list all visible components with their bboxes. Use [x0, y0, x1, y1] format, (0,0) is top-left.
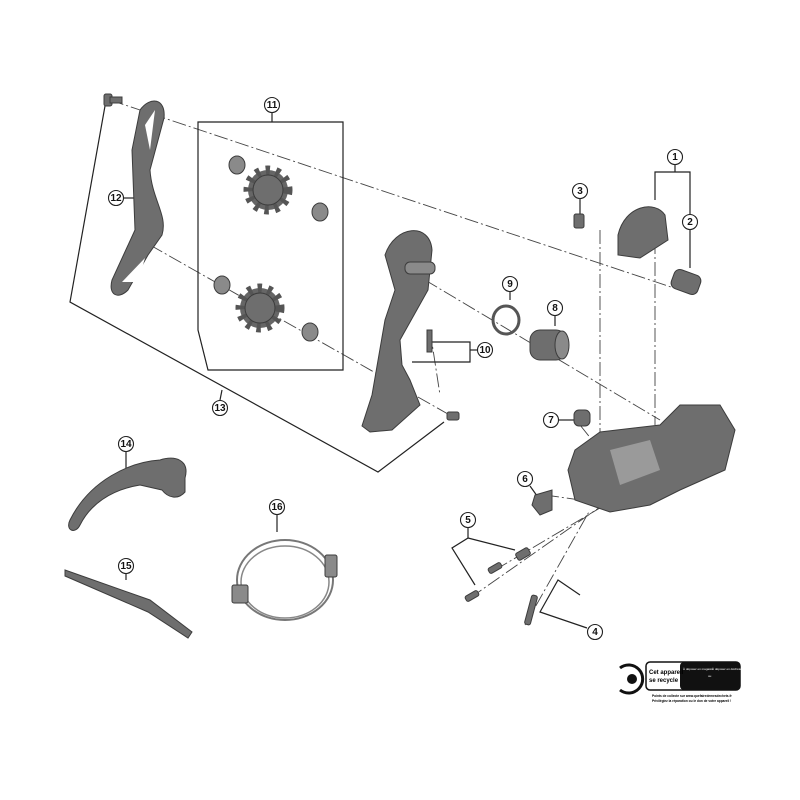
body-detail	[610, 440, 660, 485]
callout-number: 1	[672, 152, 678, 163]
callout-9: 9	[501, 275, 519, 293]
tension-spring	[529, 329, 570, 361]
callout-number: 10	[479, 345, 491, 356]
recycle-title-2: se recycle	[649, 678, 679, 684]
option-store: À déposer en magasin	[683, 667, 713, 671]
callout-6: 6	[516, 470, 534, 488]
recycle-footer-1: Points de collecte sur www.quefairedemes…	[652, 694, 733, 698]
tool-tweezers	[64, 569, 193, 639]
callout-number: 11	[267, 100, 278, 111]
callout-number: 2	[687, 217, 693, 228]
callout-circle	[476, 341, 494, 359]
callout-10: 10	[476, 341, 494, 359]
triman-recycling-label: Cet appareil se recycle À déposer en mag…	[619, 661, 745, 703]
callout-circle	[666, 148, 684, 166]
leader-lines	[69, 105, 691, 629]
adjusting-bolt	[670, 269, 702, 295]
callout-2: 2	[681, 213, 699, 231]
callout-5: 5	[459, 511, 477, 529]
callout-circle	[117, 557, 135, 575]
callout-number: 13	[214, 403, 226, 414]
outer-plate-slot-lower	[122, 258, 145, 282]
callout-number: 3	[577, 186, 583, 197]
snap-ring	[491, 304, 521, 336]
callout-circle	[268, 498, 286, 516]
callout-4: 4	[586, 623, 604, 641]
option-dump: À déposer en déchèterie	[712, 667, 745, 671]
battery-screws	[464, 547, 531, 602]
callout-circle	[263, 96, 281, 114]
callout-7: 7	[542, 411, 560, 429]
or-text: ou	[708, 674, 712, 678]
callout-13: 13	[211, 399, 229, 417]
callout-circle	[117, 435, 135, 453]
stopper-pin	[426, 329, 433, 353]
cable-guide-bolts	[524, 594, 538, 626]
callout-circle	[546, 299, 564, 317]
callout-circle	[516, 470, 534, 488]
callout-number: 14	[120, 439, 132, 450]
cage-bolt-lower	[446, 411, 460, 421]
callout-circle	[107, 189, 125, 207]
callout-number: 12	[110, 193, 122, 204]
callout-number: 6	[522, 474, 528, 485]
callout-number: 4	[592, 627, 598, 638]
callout-number: 8	[552, 303, 558, 314]
recycle-title-1: Cet appareil	[649, 670, 684, 676]
recycle-footer-2: Privilégiez la réparation ou le don de v…	[652, 699, 731, 703]
fixing-bolt	[573, 213, 585, 229]
callout-number: 15	[120, 561, 132, 572]
inner-cage-plate	[361, 230, 433, 433]
triman-icon	[619, 663, 645, 695]
callout-number: 5	[465, 515, 471, 526]
callout-circle	[211, 399, 229, 417]
usb-charging-cable	[231, 539, 338, 621]
callout-12: 12	[107, 189, 125, 207]
callout-circle	[571, 182, 589, 200]
guide-pulley	[228, 155, 329, 222]
callout-number: 9	[507, 279, 513, 290]
callout-number: 16	[271, 502, 283, 513]
callout-circle	[681, 213, 699, 231]
upper-bolt	[103, 93, 123, 107]
tension-pulley	[213, 275, 319, 342]
outer-plate-slot	[145, 110, 155, 150]
callout-16: 16	[268, 498, 286, 516]
callout-circle	[459, 511, 477, 529]
callout-3: 3	[571, 182, 589, 200]
callout-8: 8	[546, 299, 564, 317]
battery-cover	[531, 489, 553, 516]
callout-circle	[501, 275, 519, 293]
callout-number: 7	[548, 415, 554, 426]
callout-circle	[586, 623, 604, 641]
callout-circle	[542, 411, 560, 429]
cage-axle	[404, 261, 436, 275]
derailleur-guard	[68, 457, 187, 531]
outer-cage-plate	[110, 100, 165, 296]
bracket-unit	[617, 206, 669, 259]
callout-15: 15	[117, 557, 135, 575]
callout-14: 14	[117, 435, 135, 453]
callout-11: 11	[263, 96, 281, 114]
callout-1: 1	[666, 148, 684, 166]
cable-nut	[573, 409, 591, 427]
